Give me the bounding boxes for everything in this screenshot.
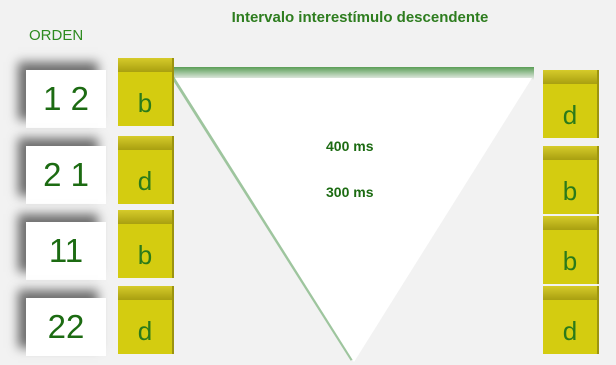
stimulus-letter: d [118, 300, 172, 354]
stimulus-letter: b [118, 72, 172, 126]
left-stimulus-cube: d [118, 286, 174, 354]
right-stimulus-cube: d [543, 286, 599, 354]
right-stimulus-cube: b [543, 216, 599, 284]
left-stimulus-cube: d [118, 136, 174, 204]
interval-label: 300 ms [326, 184, 374, 200]
interval-label: 400 ms [326, 138, 374, 154]
order-card: 2 1 [26, 146, 106, 204]
triangle-left-edge [170, 75, 354, 361]
stimulus-letter: b [543, 230, 597, 284]
stimulus-letter: d [118, 150, 172, 204]
stimulus-letter: d [543, 300, 597, 354]
order-card: 1 2 [26, 70, 106, 128]
page-title: Intervalo interestímulo descendente [231, 9, 489, 26]
order-card: 22 [26, 298, 106, 356]
order-card: 11 [26, 222, 106, 280]
left-stimulus-cube: b [118, 210, 174, 278]
triangle-body [175, 78, 532, 362]
stimulus-letter: b [543, 160, 597, 214]
stimulus-letter: d [543, 84, 597, 138]
stimulus-letter: b [118, 224, 172, 278]
triangle-top-edge [172, 67, 534, 80]
left-stimulus-cube: b [118, 58, 174, 126]
orden-label: ORDEN [29, 27, 84, 44]
right-stimulus-cube: b [543, 146, 599, 214]
right-stimulus-cube: d [543, 70, 599, 138]
